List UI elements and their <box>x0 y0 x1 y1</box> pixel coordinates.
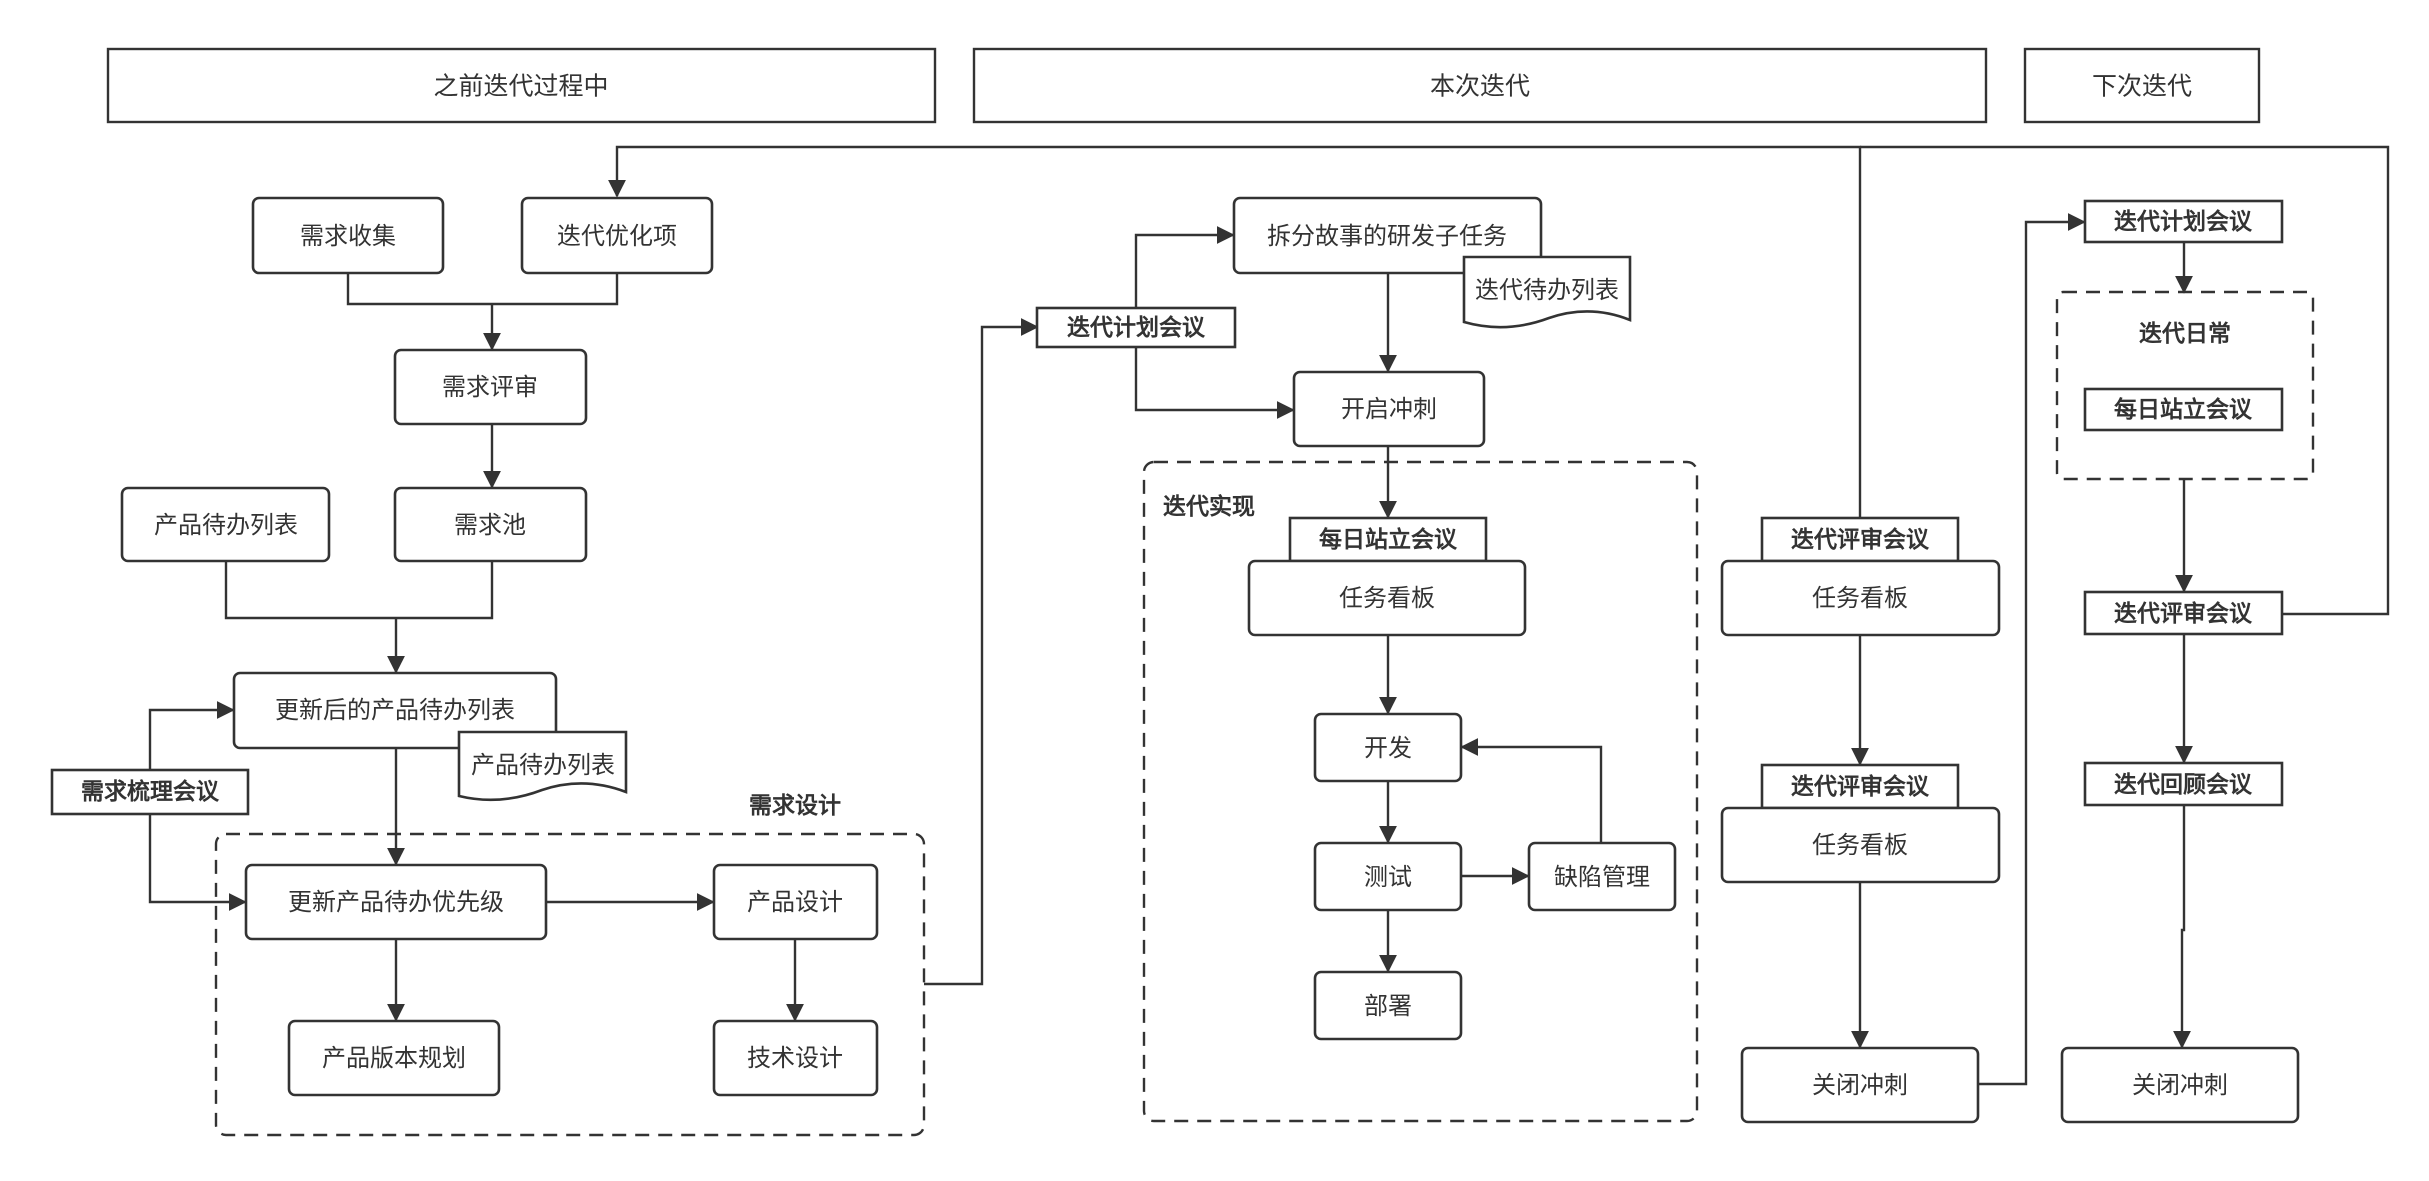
node-next-standup[interactable]: 每日站立会议 <box>2083 387 2284 432</box>
node-daily-standup[interactable]: 每日站立会议 <box>1288 516 1488 563</box>
node-version-plan[interactable]: 产品版本规划 <box>287 1019 501 1097</box>
node-req-pool[interactable]: 需求池 <box>393 486 588 563</box>
node-tech-design[interactable]: 技术设计 <box>712 1019 879 1097</box>
edge-close-to-next-planning <box>1979 213 2086 1086</box>
node-review-meeting-1-label: 迭代评审会议 <box>1791 526 1930 553</box>
node-grooming-meeting[interactable]: 需求梳理会议 <box>50 768 250 816</box>
node-next-retro-label: 迭代回顾会议 <box>2114 771 2253 798</box>
node-grooming-meeting-label: 需求梳理会议 <box>81 778 220 805</box>
node-review-board-2[interactable]: 任务看板 <box>1720 806 2001 884</box>
node-iter-optimize[interactable]: 迭代优化项 <box>520 196 714 275</box>
node-review-board-2-label: 任务看板 <box>1812 831 1908 859</box>
doc-backlog-label: 产品待办列表 <box>471 751 615 779</box>
edge-review-to-optimize <box>608 145 1862 536</box>
header-next-label: 下次迭代 <box>2092 72 2192 101</box>
node-task-board[interactable]: 任务看板 <box>1247 559 1527 637</box>
group-implementation: 迭代实现 <box>1142 460 1699 1123</box>
group-next-daily: 迭代日常 <box>2055 290 2315 481</box>
edge-merge-collect-optimize <box>346 274 619 306</box>
node-next-planning[interactable]: 迭代计划会议 <box>2083 199 2284 244</box>
node-product-backlog[interactable]: 产品待办列表 <box>120 486 331 563</box>
edges <box>148 145 2390 1086</box>
node-defect-mgmt[interactable]: 缺陷管理 <box>1527 841 1677 912</box>
node-planning-meeting-label: 迭代计划会议 <box>1067 314 1206 341</box>
edge-planning-to-start <box>1134 347 1295 419</box>
node-updated-backlog[interactable]: 更新后的产品待办列表 <box>232 671 558 750</box>
edge-design-group-to-planning <box>924 318 1039 986</box>
node-close-sprint-label: 关闭冲刺 <box>1812 1071 1908 1099</box>
node-version-plan-label: 产品版本规划 <box>322 1044 466 1072</box>
node-req-pool-label: 需求池 <box>454 511 526 539</box>
node-update-priority[interactable]: 更新产品待办优先级 <box>244 863 548 941</box>
edge-merge-backlog-pool <box>224 561 494 620</box>
node-start-sprint-label: 开启冲刺 <box>1341 395 1437 423</box>
node-start-sprint[interactable]: 开启冲刺 <box>1292 370 1486 448</box>
node-next-review[interactable]: 迭代评审会议 <box>2083 590 2284 636</box>
node-test-label: 测试 <box>1364 863 1412 891</box>
node-update-priority-label: 更新产品待办优先级 <box>288 888 504 916</box>
header-previous-iteration: 之前迭代过程中 <box>106 47 937 124</box>
node-close-sprint[interactable]: 关闭冲刺 <box>1740 1046 1980 1124</box>
doc-sprint-backlog[interactable]: 迭代待办列表 <box>1462 255 1632 329</box>
doc-sprint-backlog-label: 迭代待办列表 <box>1475 276 1619 304</box>
node-req-collect[interactable]: 需求收集 <box>251 196 445 275</box>
header-previous-label: 之前迭代过程中 <box>433 72 608 101</box>
node-next-close[interactable]: 关闭冲刺 <box>2060 1046 2300 1124</box>
node-iter-optimize-label: 迭代优化项 <box>557 222 677 250</box>
node-updated-backlog-label: 更新后的产品待办列表 <box>275 696 515 724</box>
node-next-close-label: 关闭冲刺 <box>2132 1071 2228 1099</box>
edge-next-review-to-loop <box>1860 145 2390 616</box>
node-next-standup-label: 每日站立会议 <box>2114 396 2253 423</box>
header-current-label: 本次迭代 <box>1430 72 1530 101</box>
node-test[interactable]: 测试 <box>1313 841 1463 912</box>
node-review-meeting-1[interactable]: 迭代评审会议 <box>1760 516 1960 563</box>
node-deploy-label: 部署 <box>1364 992 1412 1020</box>
node-product-backlog-label: 产品待办列表 <box>154 511 298 539</box>
node-review-board-1[interactable]: 任务看板 <box>1720 559 2001 637</box>
next-daily-title: 迭代日常 <box>2139 321 2231 347</box>
edge-grooming-to-priority <box>148 815 247 911</box>
node-task-board-label: 任务看板 <box>1339 584 1435 612</box>
edge-next-retro-to-close <box>2173 806 2191 1049</box>
node-review-meeting-2[interactable]: 迭代评审会议 <box>1760 763 1960 810</box>
node-product-design-label: 产品设计 <box>747 888 843 916</box>
header-next-iteration: 下次迭代 <box>2023 47 2261 124</box>
header-current-iteration: 本次迭代 <box>972 47 1988 124</box>
group-requirement-design: 需求设计 <box>214 793 926 1137</box>
node-review-meeting-2-label: 迭代评审会议 <box>1791 773 1930 800</box>
node-split-tasks[interactable]: 拆分故事的研发子任务 <box>1232 196 1543 275</box>
node-develop-label: 开发 <box>1364 734 1412 762</box>
node-next-planning-label: 迭代计划会议 <box>2114 208 2253 235</box>
group-implementation-label: 迭代实现 <box>1163 493 1255 520</box>
node-req-collect-label: 需求收集 <box>300 222 396 250</box>
doc-backlog[interactable]: 产品待办列表 <box>457 730 628 802</box>
group-requirement-design-label: 需求设计 <box>749 793 841 819</box>
node-split-tasks-label: 拆分故事的研发子任务 <box>1267 222 1507 250</box>
node-daily-standup-label: 每日站立会议 <box>1319 526 1458 553</box>
node-planning-meeting[interactable]: 迭代计划会议 <box>1035 306 1237 349</box>
node-defect-mgmt-label: 缺陷管理 <box>1554 863 1650 891</box>
node-product-design[interactable]: 产品设计 <box>712 863 879 941</box>
node-review-board-1-label: 任务看板 <box>1812 584 1908 612</box>
node-tech-design-label: 技术设计 <box>747 1044 843 1072</box>
node-req-review[interactable]: 需求评审 <box>393 348 588 426</box>
node-deploy[interactable]: 部署 <box>1313 970 1463 1041</box>
node-develop[interactable]: 开发 <box>1313 712 1463 783</box>
edge-planning-to-split <box>1134 226 1235 308</box>
node-req-review-label: 需求评审 <box>442 373 538 401</box>
edge-grooming-to-updated <box>148 701 235 769</box>
edge-defect-to-develop <box>1460 738 1603 842</box>
node-next-retro[interactable]: 迭代回顾会议 <box>2083 761 2284 807</box>
node-next-review-label: 迭代评审会议 <box>2114 600 2253 627</box>
